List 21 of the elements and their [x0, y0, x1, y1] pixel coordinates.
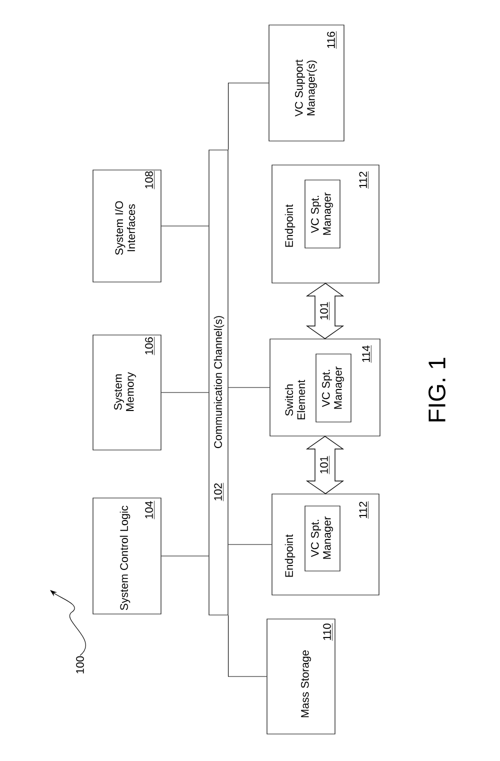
manager-box: VC Spt. Manager [316, 354, 352, 422]
connector-line [228, 544, 272, 545]
edge-label: 101 [319, 300, 331, 322]
connector-line [228, 82, 269, 150]
reference-numeral: 100 [76, 656, 84, 674]
component-box: Mass Storage 110 [266, 618, 336, 734]
connector-line [228, 615, 267, 677]
figure-caption: FIG. 1 [428, 358, 446, 422]
connector-line [228, 387, 270, 388]
component-box: System I/O Interfaces 108 [92, 170, 162, 282]
channel-bar: 102 Communication Channel(s) [208, 150, 228, 616]
component-box: System Memory 106 [92, 334, 162, 450]
leader-arrow [50, 590, 86, 656]
component-box: System Control Logic 104 [92, 498, 162, 614]
manager-box: VC Spt. Manager [304, 506, 340, 572]
component-box: VC Support Manager(s) 116 [268, 24, 344, 142]
double-arrow [306, 282, 344, 340]
connector-line [161, 392, 209, 393]
double-arrow [306, 436, 344, 494]
manager-box: VC Spt. Manager [304, 180, 340, 248]
edge-label: 101 [319, 454, 331, 476]
